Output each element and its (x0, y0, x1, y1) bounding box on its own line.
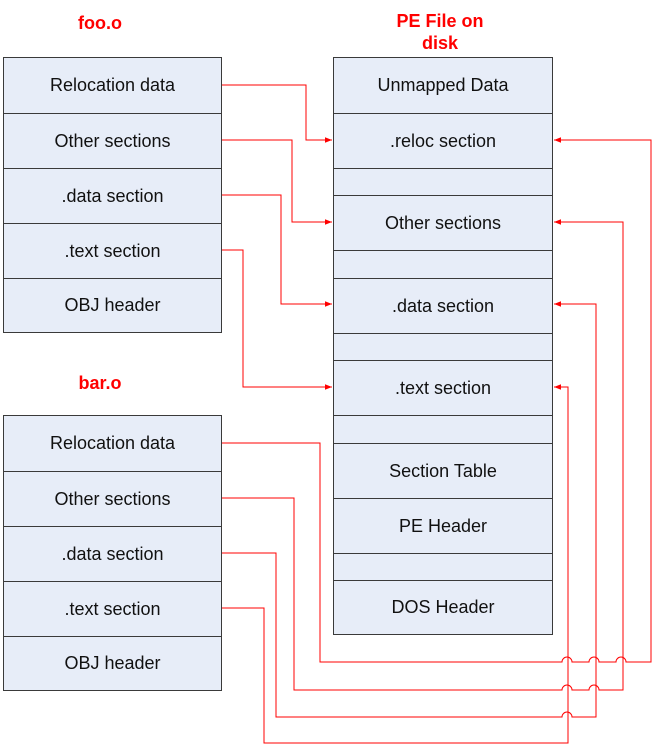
pe-gap-4 (334, 415, 552, 443)
pe-title: PE File on disk (360, 10, 520, 54)
arrow-bar-other-to-other (222, 219, 624, 691)
foo-text-section: .text section (4, 223, 221, 278)
arrow-foo-data-to-data (222, 194, 332, 307)
foo-obj-header: OBJ header (4, 278, 221, 332)
bar-obj-header: OBJ header (4, 636, 221, 690)
foo-relocation-data: Relocation data (4, 58, 221, 113)
pe-data-section: .data section (334, 278, 552, 333)
pe-file: Unmapped Data .reloc section Other secti… (333, 57, 553, 635)
pe-gap-5 (334, 553, 552, 580)
pe-pe-header: PE Header (334, 498, 552, 553)
pe-unmapped-data: Unmapped Data (334, 58, 552, 113)
pe-title-line1: PE File on (396, 11, 484, 31)
pe-gap-1 (334, 168, 552, 195)
pe-text-section: .text section (334, 360, 552, 415)
arrow-foo-relocation-to-reloc (222, 84, 332, 143)
pe-gap-2 (334, 250, 552, 278)
bar-other-sections: Other sections (4, 471, 221, 526)
arrow-bar-relocation-to-reloc (222, 137, 652, 663)
bar-relocation-data: Relocation data (4, 416, 221, 471)
pe-other-sections: Other sections (334, 195, 552, 250)
pe-reloc-section: .reloc section (334, 113, 552, 168)
foo-data-section: .data section (4, 168, 221, 223)
arrow-bar-data-to-data (222, 301, 597, 718)
bar-data-section: .data section (4, 526, 221, 581)
arrow-foo-other-to-other (222, 139, 332, 225)
bar-object-file: Relocation data Other sections .data sec… (3, 415, 222, 691)
pe-dos-header: DOS Header (334, 580, 552, 634)
arrow-bar-text-to-text (222, 384, 569, 744)
bar-text-section: .text section (4, 581, 221, 636)
foo-title: foo.o (78, 13, 122, 33)
arrow-foo-text-to-text (222, 249, 332, 390)
pe-section-table: Section Table (334, 443, 552, 498)
bar-title: bar.o (78, 373, 122, 393)
pe-title-line2: disk (421, 33, 459, 53)
pe-gap-3 (334, 333, 552, 360)
foo-object-file: Relocation data Other sections .data sec… (3, 57, 222, 333)
foo-other-sections: Other sections (4, 113, 221, 168)
